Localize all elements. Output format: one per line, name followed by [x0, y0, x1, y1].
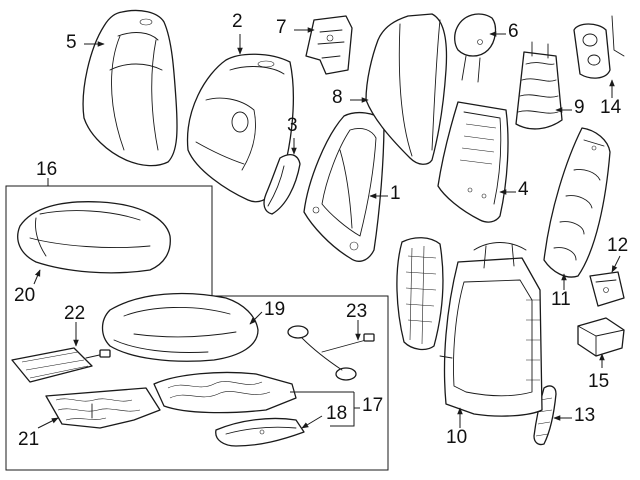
callout-9: 9	[574, 97, 585, 118]
callout-10: 10	[446, 427, 468, 448]
cushion-group-box	[5, 185, 389, 471]
part-19-cushion-pan	[101, 292, 259, 362]
part-18-bracket	[215, 417, 305, 447]
leader-21	[37, 417, 59, 429]
part-4-backrest-back-panel	[437, 101, 509, 223]
leader-18	[301, 415, 323, 429]
callout-21: 21	[18, 429, 40, 450]
callout-20: 20	[14, 285, 36, 306]
leader-20	[33, 269, 41, 285]
callout-5: 5	[66, 32, 77, 53]
part-6-headrest	[454, 13, 497, 83]
part-22-mat	[11, 347, 111, 383]
callout-14: 14	[600, 97, 622, 118]
callout-18: 18	[326, 403, 348, 424]
part-10-frame-assembly	[396, 237, 543, 417]
part-21-heater-mat	[45, 387, 161, 429]
part-17-heater-element	[153, 371, 297, 414]
part-12-bracket	[589, 271, 625, 307]
callout-11: 11	[551, 289, 571, 310]
part-5-backrest-cover	[82, 9, 178, 167]
callout-16: 16	[36, 159, 58, 180]
callout-7: 7	[276, 17, 287, 38]
part-3-side-trim	[263, 153, 301, 215]
callout-19: 19	[264, 299, 286, 320]
part-15-module	[577, 317, 625, 357]
callout-12: 12	[607, 235, 629, 256]
part-14-control-panel	[573, 15, 625, 79]
callout-17: 17	[362, 395, 384, 416]
callout-4: 4	[518, 179, 529, 200]
leader-17-bracket	[290, 391, 360, 427]
callout-3: 3	[287, 115, 298, 136]
callout-6: 6	[508, 21, 519, 42]
callout-13: 13	[574, 405, 596, 426]
callout-1: 1	[390, 183, 401, 204]
callout-2: 2	[232, 11, 243, 32]
callout-8: 8	[332, 87, 343, 108]
callout-23: 23	[346, 301, 368, 322]
part-9-spring-mat	[515, 41, 563, 130]
part-13-side-strip	[533, 385, 557, 446]
part-20-cushion-cover	[17, 201, 171, 274]
leader-12	[611, 255, 621, 273]
part-1-backrest-frame	[303, 111, 385, 262]
leader-19	[249, 311, 263, 325]
part-7-bracket	[305, 15, 353, 75]
leader-lines	[33, 27, 621, 429]
callout-22: 22	[64, 303, 86, 324]
callout-15: 15	[588, 371, 610, 392]
part-11-rear-shell	[543, 127, 611, 278]
part-23-wiring	[287, 325, 375, 381]
